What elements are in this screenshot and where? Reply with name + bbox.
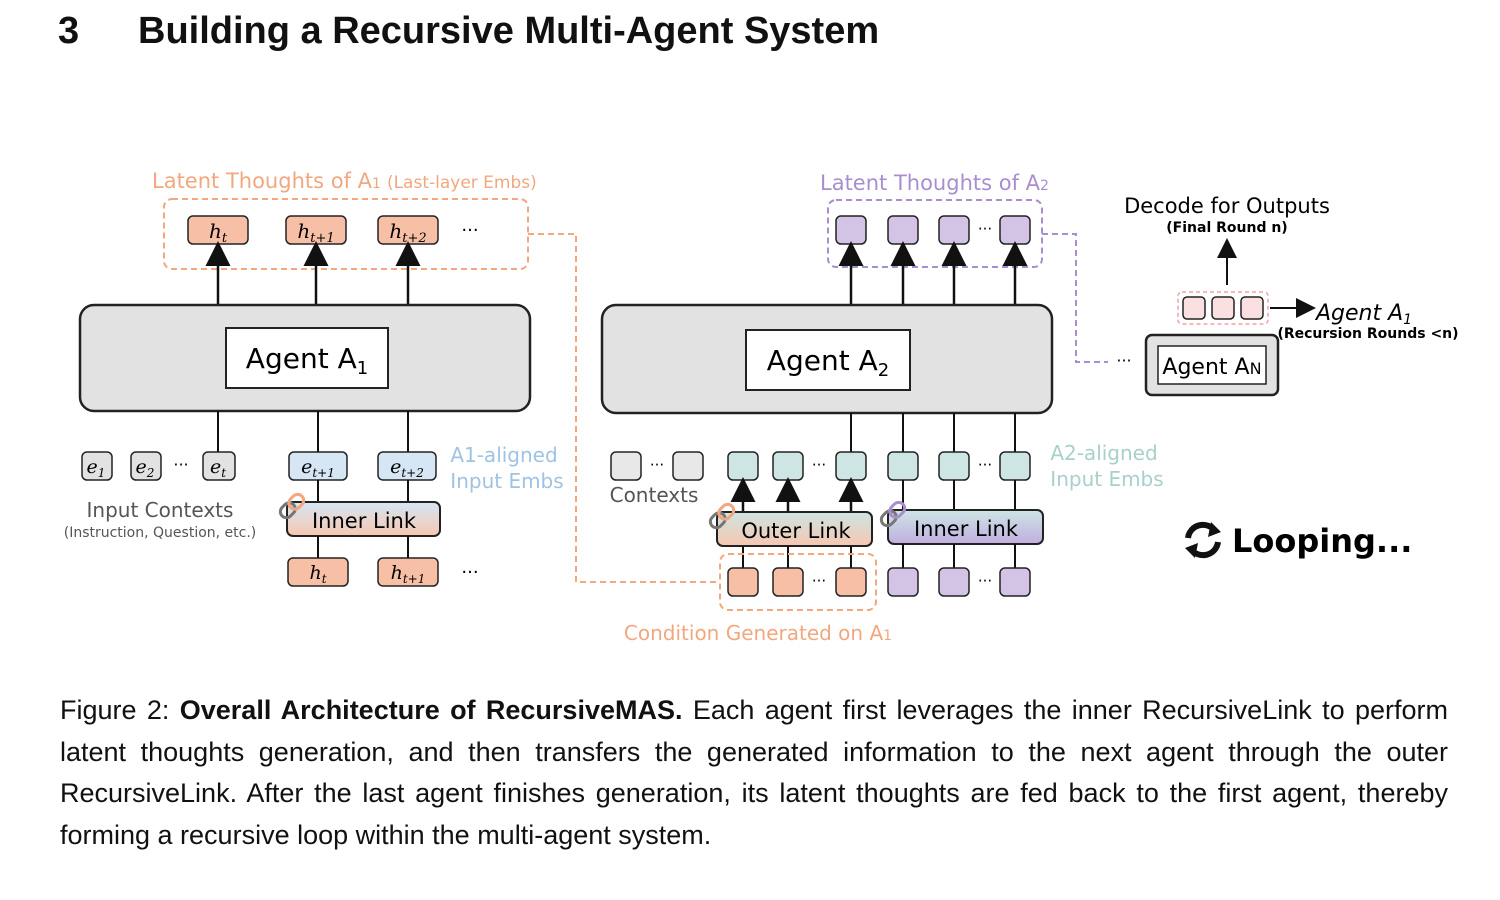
a1-to-a2-connector bbox=[528, 233, 720, 583]
caption-bold: Overall Architecture of RecursiveMAS. bbox=[179, 695, 683, 725]
a1-latent-box bbox=[163, 198, 529, 270]
agent-a1-label-box bbox=[225, 327, 389, 389]
ellipsis: ··· bbox=[1116, 351, 1131, 370]
ellipsis: ··· bbox=[461, 562, 478, 583]
input-emb-token bbox=[999, 451, 1031, 481]
input-emb-token bbox=[938, 451, 970, 481]
h-token: ht+2 bbox=[377, 215, 439, 246]
latent-token-a2 bbox=[887, 215, 919, 245]
latent-token-a2 bbox=[938, 215, 970, 245]
looping-label: Looping... bbox=[1232, 522, 1412, 560]
ellipsis: ··· bbox=[173, 455, 188, 474]
a1-latent-title: Latent Thoughts of A1(Last-layer Embs) bbox=[152, 169, 537, 193]
link-icon bbox=[879, 500, 907, 528]
svg-text:ht+1: ht+1 bbox=[391, 562, 426, 586]
context-token bbox=[672, 451, 704, 481]
a1-aligned-label-2: Input Embs bbox=[450, 469, 563, 493]
outer-link-label: Outer Link bbox=[741, 519, 851, 543]
condition-token bbox=[772, 567, 804, 597]
a2-aligned-label: A2-aligned bbox=[1050, 441, 1157, 465]
caption-label: Figure 2: bbox=[60, 695, 170, 725]
h-token: ht bbox=[287, 557, 349, 587]
inner-link-2-label: Inner Link bbox=[914, 517, 1019, 541]
e-token: et+2 bbox=[377, 451, 437, 481]
a1-aligned-label: A1-aligned bbox=[450, 443, 557, 467]
recursion-rounds-label: (Recursion Rounds <n) bbox=[1277, 326, 1458, 342]
section-heading: 3 Building a Recursive Multi-Agent System bbox=[58, 10, 879, 53]
inner-link-1-label: Inner Link bbox=[312, 509, 417, 533]
condition-box bbox=[719, 553, 877, 611]
e-token: e1 bbox=[81, 451, 113, 481]
section-number: 3 bbox=[58, 10, 80, 52]
caption-text: Each agent first leverages the inner Rec… bbox=[60, 695, 1448, 850]
ellipsis: ··· bbox=[812, 572, 826, 590]
ellipsis: ··· bbox=[812, 456, 826, 474]
decode-sub: (Final Round n) bbox=[1166, 220, 1287, 236]
svg-text:et+1: et+1 bbox=[301, 456, 335, 480]
output-token bbox=[1182, 296, 1206, 320]
latent-token-a2-bottom bbox=[999, 567, 1031, 597]
ellipsis: ··· bbox=[978, 456, 992, 474]
loop-icon bbox=[1185, 521, 1221, 559]
agent-a2-label: Agent A2 bbox=[767, 344, 889, 381]
a2-latent-title: Latent Thoughts of A2 bbox=[820, 171, 1049, 195]
agent-a2-label-box bbox=[745, 329, 911, 391]
architecture-figure: Latent Thoughts of A1(Last-layer Embs) h… bbox=[64, 169, 1459, 645]
contexts-label: Contexts bbox=[610, 483, 699, 507]
condition-token bbox=[835, 567, 867, 597]
svg-text:et+2: et+2 bbox=[390, 456, 424, 480]
link-icon bbox=[278, 492, 306, 520]
ellipsis: ··· bbox=[978, 220, 992, 238]
svg-text:ht: ht bbox=[309, 562, 326, 586]
ellipsis: ··· bbox=[978, 572, 992, 590]
h-token: ht bbox=[187, 215, 249, 246]
svg-text:et: et bbox=[210, 456, 226, 480]
loop-agent-a1-label: Agent A1 bbox=[1314, 301, 1412, 328]
input-emb-token bbox=[772, 451, 804, 481]
ellipsis: ··· bbox=[461, 220, 478, 241]
e-token: e2 bbox=[130, 451, 162, 481]
input-emb-token bbox=[835, 451, 867, 481]
latent-token-a2-bottom bbox=[887, 567, 919, 597]
decode-title: Decode for Outputs bbox=[1124, 194, 1330, 218]
input-contexts-sub: (Instruction, Question, etc.) bbox=[64, 525, 257, 541]
e-token: et+1 bbox=[288, 451, 348, 481]
agent-an-label: Agent AN bbox=[1162, 355, 1261, 380]
latent-token-a2 bbox=[999, 215, 1031, 245]
svg-text:ht: ht bbox=[209, 219, 228, 246]
h-token: ht+1 bbox=[285, 215, 347, 246]
agent-an-label-box bbox=[1157, 345, 1267, 385]
svg-text:e2: e2 bbox=[136, 456, 155, 480]
context-token bbox=[610, 451, 642, 481]
agent-a1-label: Agent A1 bbox=[246, 342, 368, 379]
e-token: et bbox=[202, 451, 236, 481]
figure-caption: Figure 2: Overall Architecture of Recurs… bbox=[60, 690, 1448, 856]
input-contexts-label: Input Contexts bbox=[87, 498, 234, 522]
h-token: ht+1 bbox=[377, 557, 439, 587]
input-emb-token bbox=[887, 451, 919, 481]
output-token bbox=[1240, 296, 1264, 320]
ellipsis: ··· bbox=[650, 456, 664, 474]
a2-aligned-label-2: Input Embs bbox=[1050, 467, 1163, 491]
input-emb-token bbox=[727, 451, 759, 481]
output-token bbox=[1211, 296, 1235, 320]
output-tokens-box bbox=[1177, 291, 1269, 325]
latent-token-a2-bottom bbox=[938, 567, 970, 597]
section-title: Building a Recursive Multi-Agent System bbox=[138, 10, 880, 52]
condition-token bbox=[727, 567, 759, 597]
latent-token-a2 bbox=[835, 215, 867, 245]
link-icon bbox=[708, 502, 736, 530]
svg-text:e1: e1 bbox=[87, 456, 106, 480]
condition-label: Condition Generated on A1 bbox=[624, 621, 892, 645]
